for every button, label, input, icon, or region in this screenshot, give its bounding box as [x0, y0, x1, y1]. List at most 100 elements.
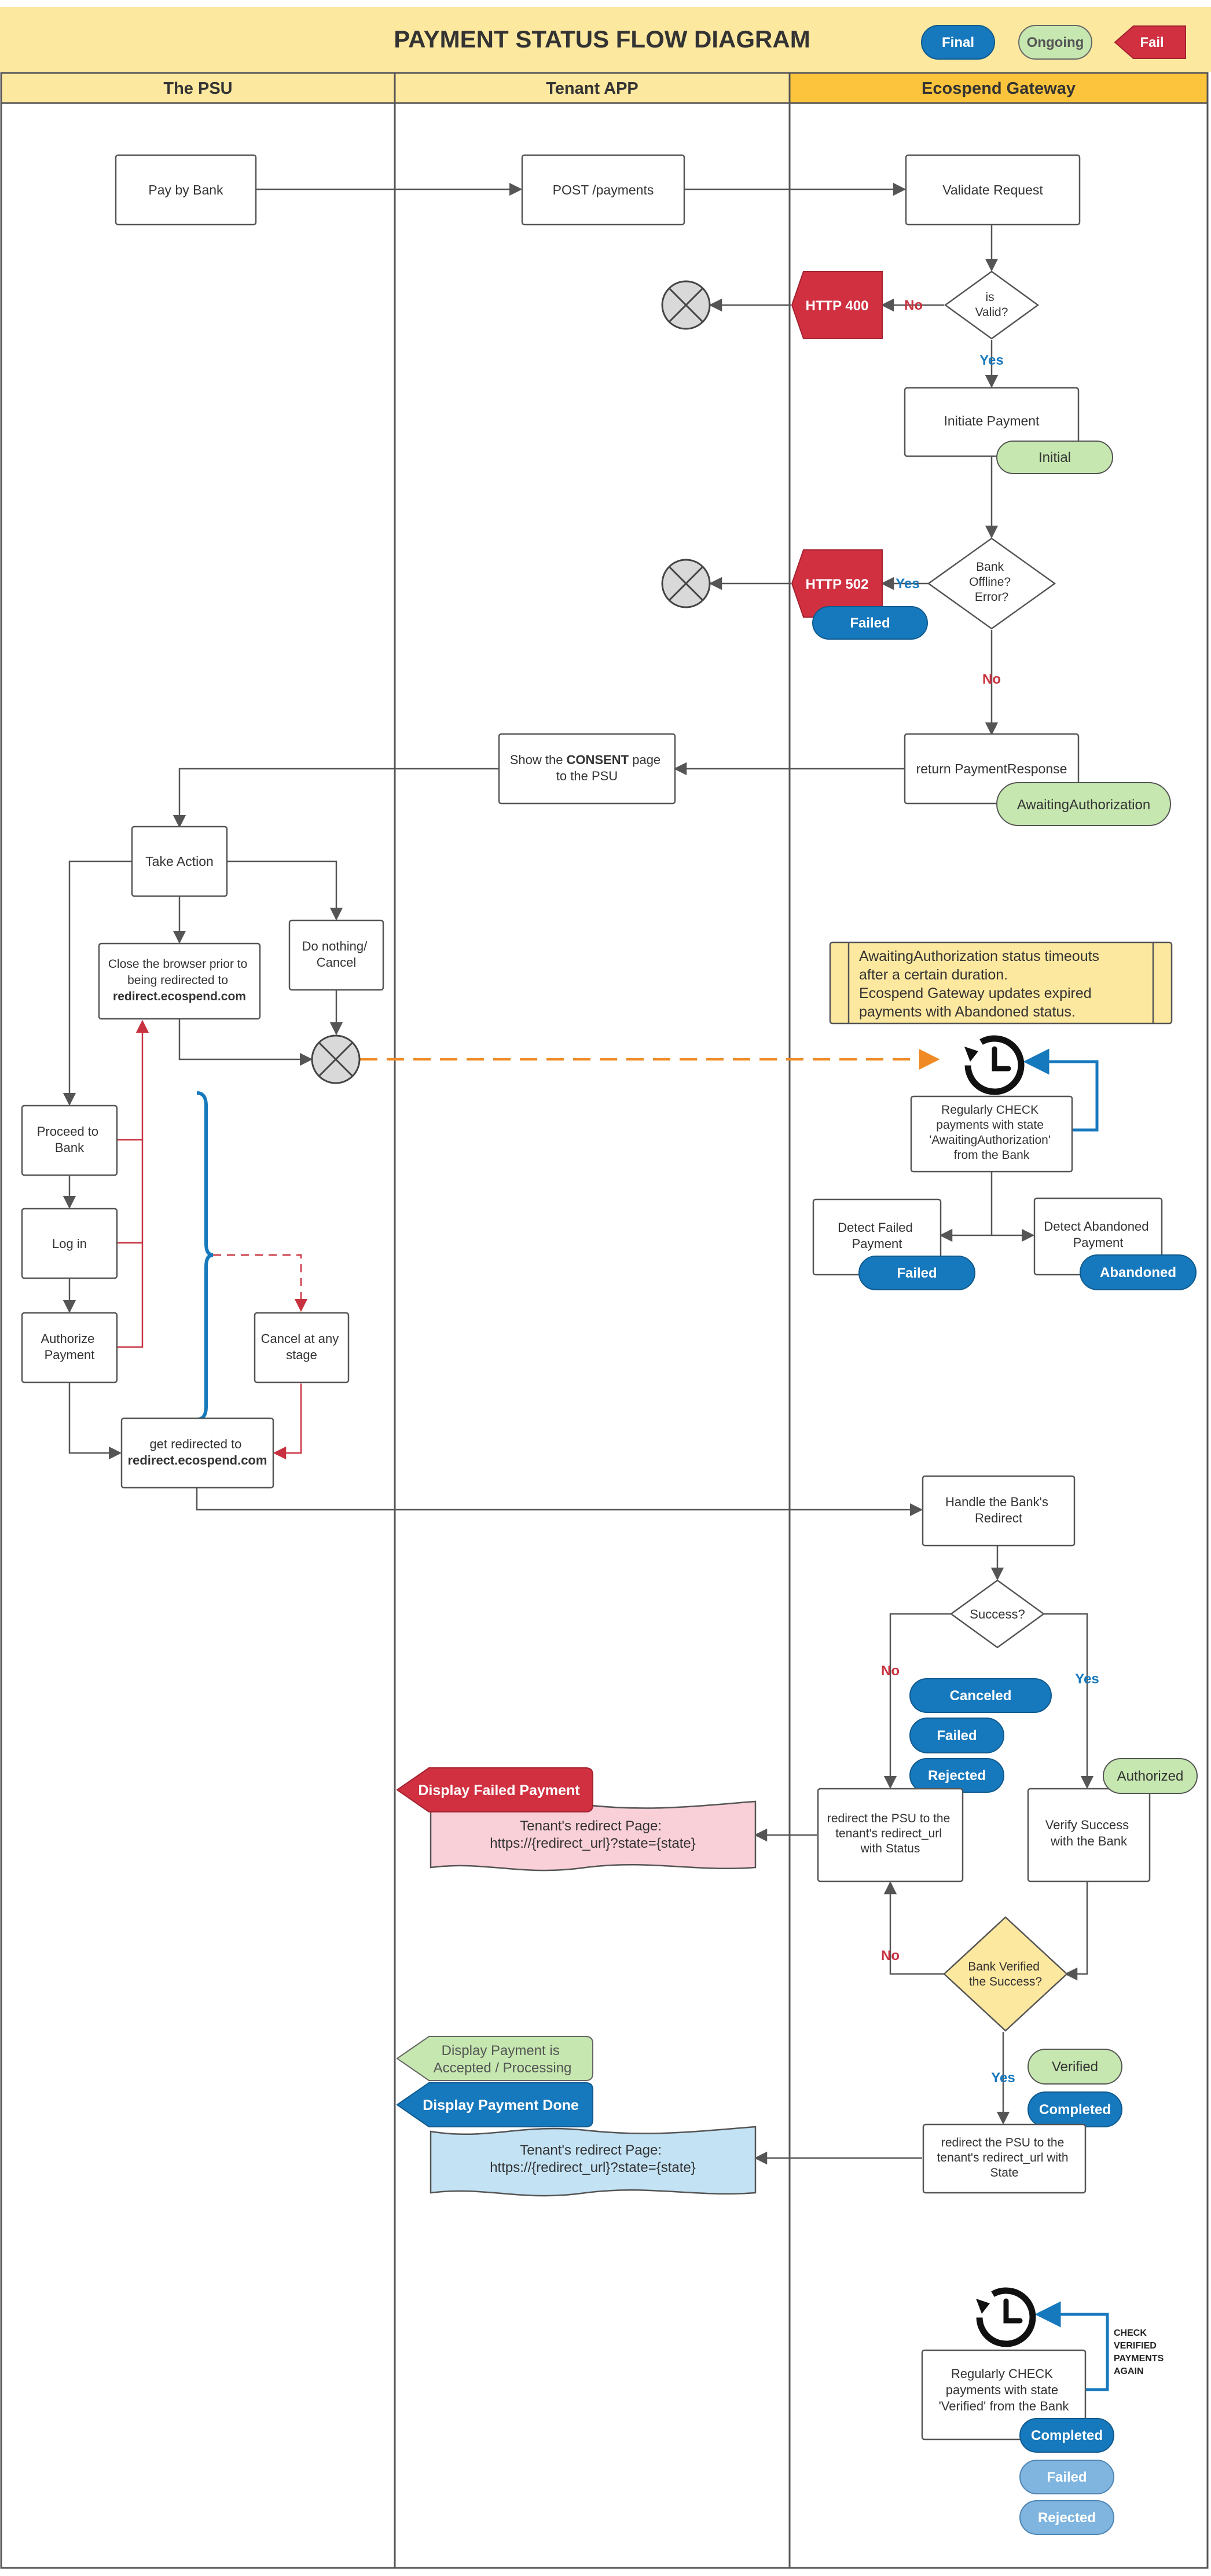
consent-bold: CONSENT [567, 753, 629, 767]
redirect-state-line-1: redirect the PSU to the [941, 2136, 1064, 2149]
node-handle-redirect [922, 1475, 1076, 1547]
edge-action-to-proceed [63, 860, 132, 1106]
timeout-note-line-1: AwaitingAuthorization status timeouts [859, 948, 1099, 964]
done-redirect-page [430, 2126, 757, 2197]
authorize-line-1: Authorize [41, 1331, 94, 1346]
node-pay-by-bank [115, 154, 257, 226]
bank-verified-line-1: Bank Verified [968, 1960, 1040, 1973]
status-failed-detect-label: Failed [897, 1265, 937, 1281]
node-validate-request [905, 154, 1081, 226]
status-authorized [1103, 1758, 1198, 1794]
node-detect-abandoned-label: Detect Abandoned Payment [1044, 1219, 1152, 1250]
node-do-nothing-label: Do nothing/ Cancel [302, 939, 371, 970]
error-http400-label: HTTP 400 [806, 298, 869, 314]
node-get-redirected [120, 1417, 274, 1489]
status-initial-label: Initial [1038, 450, 1071, 465]
legend-fail-label: Fail [1140, 35, 1164, 50]
status-failed-detect [858, 1256, 975, 1290]
node-cancel-label: Cancel at any stage [261, 1331, 343, 1362]
check-awaiting-line-2: payments with state [936, 1118, 1044, 1132]
error-http502 [791, 549, 883, 618]
node-validate-label: Validate Request [942, 182, 1043, 197]
redirect-status-line-1: redirect the PSU to the [827, 1812, 950, 1825]
legend-final-pill [921, 25, 995, 60]
status-verified [1027, 2049, 1122, 2085]
label-success-no: No [881, 1663, 900, 1679]
node-consent-label: Show the CONSENT page to the PSU [510, 753, 665, 783]
failed-redirect-page-text: Tenant's redirect Page: https://{redirec… [490, 1818, 696, 1851]
node-redirect-state [922, 2123, 1087, 2194]
status-rejected-final [1019, 2500, 1114, 2535]
status-failed-offline [812, 606, 928, 640]
node-proceed-to-bank [21, 1104, 118, 1176]
check-again-line-4: AGAIN [1114, 2366, 1144, 2376]
status-failed-redirect-label: Failed [937, 1728, 977, 1744]
status-canceled [909, 1678, 1052, 1713]
proceed-line-1: Proceed to [37, 1124, 98, 1139]
check-awaiting-line-3: 'AwaitingAuthorization' [929, 1133, 1051, 1147]
status-awaiting [996, 782, 1171, 826]
end-http502 [661, 559, 711, 608]
status-completed-final [1019, 2418, 1114, 2453]
node-check-verified-label: Regularly CHECK payments with state 'Ver… [939, 2366, 1070, 2413]
timeout-note-text: AwaitingAuthorization status timeouts af… [859, 948, 1103, 1020]
label-offline-no: No [982, 671, 1001, 687]
edge-check-loop [1023, 1048, 1099, 1132]
edge-success-yes [1044, 1613, 1094, 1789]
done-redirect-title: Tenant's redirect Page: [520, 2142, 662, 2158]
verify-success-line-2: with the Bank [1050, 1834, 1128, 1848]
bank-verified-line-2: the Success? [969, 1975, 1042, 1988]
node-check-verified [921, 2349, 1087, 2441]
decision-bank-offline [927, 537, 1056, 630]
status-rejected-final-label: Rejected [1038, 2510, 1096, 2526]
check-again-line-3: PAYMENTS [1114, 2354, 1164, 2364]
redirect-status-line-2: tenant's redirect_url [835, 1827, 942, 1840]
display-done-label: Display Payment Done [423, 2097, 579, 2113]
node-take-action [131, 825, 228, 897]
display-accepted-line-1: Display Payment is [442, 2043, 560, 2058]
close-browser-line-1: Close the browser prior to [108, 957, 247, 971]
cancel-line-1: Cancel at any [261, 1331, 339, 1346]
consent-before: Show the [510, 753, 567, 767]
node-log-in-label: Log in [52, 1236, 87, 1251]
edge-verified-no [883, 1881, 944, 1975]
cancel-connectors [117, 1019, 308, 1460]
node-authorize [21, 1312, 118, 1384]
failed-redirect-title: Tenant's redirect Page: [520, 1818, 662, 1834]
node-close-browser [98, 942, 261, 1020]
edge-action-to-nothing [227, 860, 343, 921]
edge-close-to-end [178, 1019, 313, 1066]
check-verified-line-2: payments with state [946, 2383, 1058, 2397]
legend-final-label: Final [942, 35, 974, 50]
node-post-payments [521, 154, 685, 226]
display-failed-banner [396, 1767, 593, 1812]
redirect-status-line-3: with Status [860, 1842, 920, 1855]
status-abandoned [1080, 1254, 1197, 1290]
done-redirect-url: https://{redirect_url}?state={state} [490, 2160, 696, 2175]
legend-fail-shape [1114, 25, 1186, 59]
end-http400 [661, 280, 711, 330]
proceed-line-2: Bank [55, 1140, 85, 1155]
status-completed-label: Completed [1039, 2102, 1111, 2118]
display-accepted-label: Display Payment is Accepted / Processing [434, 2043, 572, 2076]
check-again-note: CHECK VERIFIED PAYMENTS AGAIN [1114, 2328, 1166, 2376]
edge-verify-to-verified [1064, 1881, 1088, 1981]
lane-gateway-title: Ecospend Gateway [922, 79, 1076, 98]
decision-is-valid-label: is Valid? [975, 291, 1008, 319]
bank-offline-line-2: Offline? [969, 575, 1011, 589]
bank-offline-line-3: Error? [975, 590, 1008, 604]
authorize-line-2: Payment [45, 1348, 95, 1362]
node-get-redirected-label: get redirected to redirect.ecospend.com [128, 1437, 267, 1467]
node-detect-failed-label: Detect Failed Payment [838, 1220, 916, 1251]
done-redirect-page-text: Tenant's redirect Page: https://{redirec… [490, 2142, 696, 2175]
edge-verified-loop [1034, 2301, 1109, 2391]
status-rejected-label: Rejected [928, 1768, 986, 1784]
status-abandoned-label: Abandoned [1100, 1265, 1176, 1280]
psu-bank-steps-brace [196, 1091, 214, 1421]
node-redirect-status-label: redirect the PSU to the tenant's redirec… [827, 1812, 953, 1855]
close-browser-line-2: being redirected to [127, 974, 228, 987]
handle-redirect-line-2: Redirect [975, 1511, 1022, 1525]
node-cancel-any-stage [254, 1312, 350, 1384]
lane-tenant-title: Tenant APP [546, 79, 638, 98]
